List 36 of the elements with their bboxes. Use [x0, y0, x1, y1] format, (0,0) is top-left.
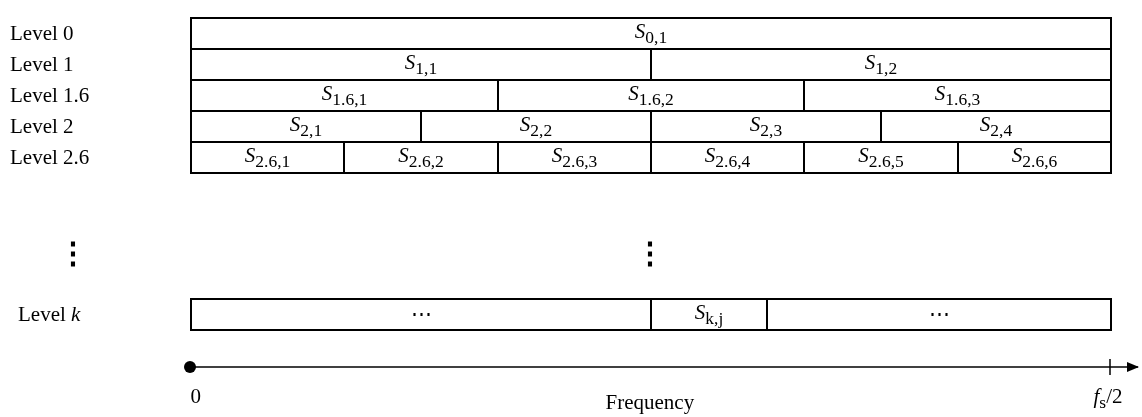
- band-label: ⋯: [928, 302, 950, 327]
- ellipsis-mark: ⋮: [635, 241, 665, 265]
- axis-label: f$_{s}$/2: [1093, 384, 1123, 415]
- band-label: S$_{2.6,4}$: [704, 142, 751, 173]
- band-label: S$_{2.6,5}$: [858, 142, 904, 173]
- band-label: S$_{2,3}$: [749, 111, 783, 142]
- band-label: S$_{2.6,2}$: [398, 142, 444, 173]
- band-label: ⋯: [410, 302, 432, 327]
- band-label: S$_{2,1}$: [289, 111, 323, 142]
- band-label: S$_{1,1}$: [404, 49, 438, 80]
- band-cell: [190, 17, 1112, 50]
- band-label: S$_{1,2}$: [864, 49, 898, 80]
- band-cell: [650, 298, 768, 331]
- band-cell: [190, 298, 652, 331]
- level-label: Level 0: [10, 21, 74, 45]
- band-label: S$_{k,j}$: [694, 299, 724, 330]
- band-label: S$_{2,4}$: [979, 111, 1013, 142]
- band-label: S$_{0,1}$: [634, 18, 668, 49]
- level-label: Level 2.6: [10, 145, 90, 169]
- band-label: S$_{2.6,1}$: [244, 142, 291, 173]
- band-label: S$_{2.6,6}$: [1011, 142, 1058, 173]
- ellipsis-mark: ⋮: [58, 241, 88, 265]
- band-cell: [766, 298, 1112, 331]
- level-label: Level 2: [10, 114, 74, 138]
- band-cell: [957, 141, 1112, 174]
- axis-title: Frequency: [605, 390, 695, 414]
- band-label: S$_{1.6,1}$: [321, 80, 368, 111]
- level-label: Level 1: [10, 52, 74, 76]
- level-label: Level k: [18, 302, 81, 326]
- level-label: Level 1.6: [10, 83, 90, 107]
- band-label: S$_{1.6,3}$: [934, 80, 981, 111]
- band-label: S$_{1.6,2}$: [628, 80, 674, 111]
- band-label: S$_{2.6,3}$: [551, 142, 598, 173]
- axis-label: 0: [190, 384, 201, 408]
- band-cell: [190, 141, 345, 174]
- band-label: S$_{2,2}$: [519, 111, 553, 142]
